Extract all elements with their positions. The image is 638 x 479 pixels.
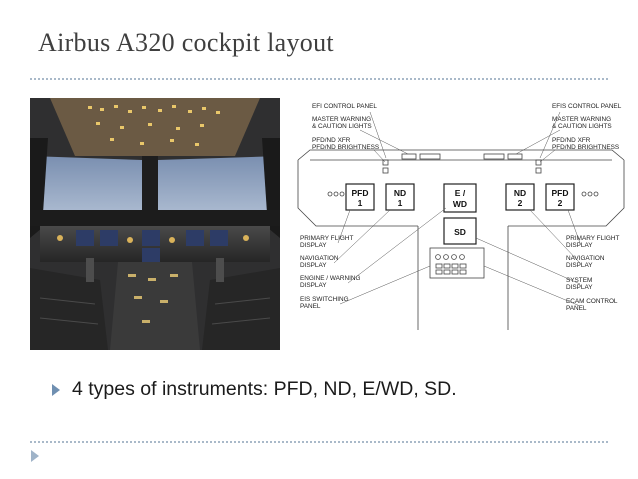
- left-eis-switching-2: PANEL: [300, 303, 321, 310]
- ewd-label-top: E /: [455, 188, 466, 198]
- pfd1-label: PFD: [352, 188, 369, 198]
- left-efi-control-panel: EFI CONTROL PANEL: [312, 103, 377, 110]
- title-divider: [30, 78, 608, 80]
- pfd2-number: 2: [558, 198, 563, 208]
- nd1-box: [385, 183, 415, 211]
- footer-divider: [30, 441, 608, 443]
- left-pfd-nd-xfr-1: PFD/ND XFR: [312, 137, 351, 144]
- cockpit-display-diagram: PFD 1 ND 1 E / WD ND 2 PFD 2 SD EFI CONT…: [297, 103, 625, 330]
- left-navigation-2: DISPLAY: [300, 262, 327, 269]
- right-pfd-nd-xfr-2: PFD/ND BRIGHTNESS: [552, 144, 619, 151]
- right-primary-flight-2: DISPLAY: [566, 242, 593, 249]
- pfd1-box: [345, 183, 375, 211]
- right-ecam-1: ECAM CONTROL: [566, 298, 618, 305]
- slide-title: Airbus A320 cockpit layout: [38, 28, 334, 57]
- left-engine-warning-2: DISPLAY: [300, 282, 327, 289]
- right-efis-control-panel: EFIS CONTROL PANEL: [552, 103, 622, 110]
- left-primary-flight-1: PRIMARY FLIGHT: [300, 235, 353, 242]
- nd2-number: 2: [518, 198, 523, 208]
- left-engine-warning-1: ENGINE / WARNING: [300, 275, 361, 282]
- footer-arrow-icon: [31, 450, 39, 462]
- left-eis-switching-1: EIS SWITCHING: [300, 296, 349, 303]
- right-ecam-2: PANEL: [566, 305, 587, 312]
- left-master-warning-2: & CAUTION LIGHTS: [312, 123, 372, 130]
- pfd1-number: 1: [358, 198, 363, 208]
- right-navigation-2: DISPLAY: [566, 262, 593, 269]
- bullet-arrow-icon: [52, 383, 60, 396]
- left-navigation-1: NAVIGATION: [300, 255, 339, 262]
- sd-box: [443, 217, 477, 245]
- ewd-box: [443, 183, 477, 213]
- left-master-warning-1: MASTER WARNING: [312, 116, 371, 123]
- nd2-box: [505, 183, 535, 211]
- right-navigation-1: NAVIGATION: [566, 255, 605, 262]
- right-system-2: DISPLAY: [566, 284, 593, 291]
- left-pfd-nd-xfr-2: PFD/ND BRIGHTNESS: [312, 144, 379, 151]
- right-primary-flight-1: PRIMARY FLIGHT: [566, 235, 619, 242]
- right-master-warning-2: & CAUTION LIGHTS: [552, 123, 612, 130]
- nd1-label: ND: [394, 188, 406, 198]
- left-primary-flight-2: DISPLAY: [300, 242, 327, 249]
- nd1-number: 1: [398, 198, 403, 208]
- pfd2-box: [545, 183, 575, 211]
- right-master-warning-1: MASTER WARNING: [552, 116, 611, 123]
- nd2-label: ND: [514, 188, 526, 198]
- cockpit-photo: [30, 98, 280, 350]
- bullet-item: 4 types of instruments: PFD, ND, E/WD, S…: [52, 378, 457, 401]
- pfd2-label: PFD: [552, 188, 569, 198]
- ewd-label-bottom: WD: [453, 199, 467, 209]
- bullet-text: 4 types of instruments: PFD, ND, E/WD, S…: [72, 378, 457, 400]
- sd-label: SD: [454, 227, 466, 237]
- right-pfd-nd-xfr-1: PFD/ND XFR: [552, 137, 591, 144]
- right-system-1: SYSTEM: [566, 277, 592, 284]
